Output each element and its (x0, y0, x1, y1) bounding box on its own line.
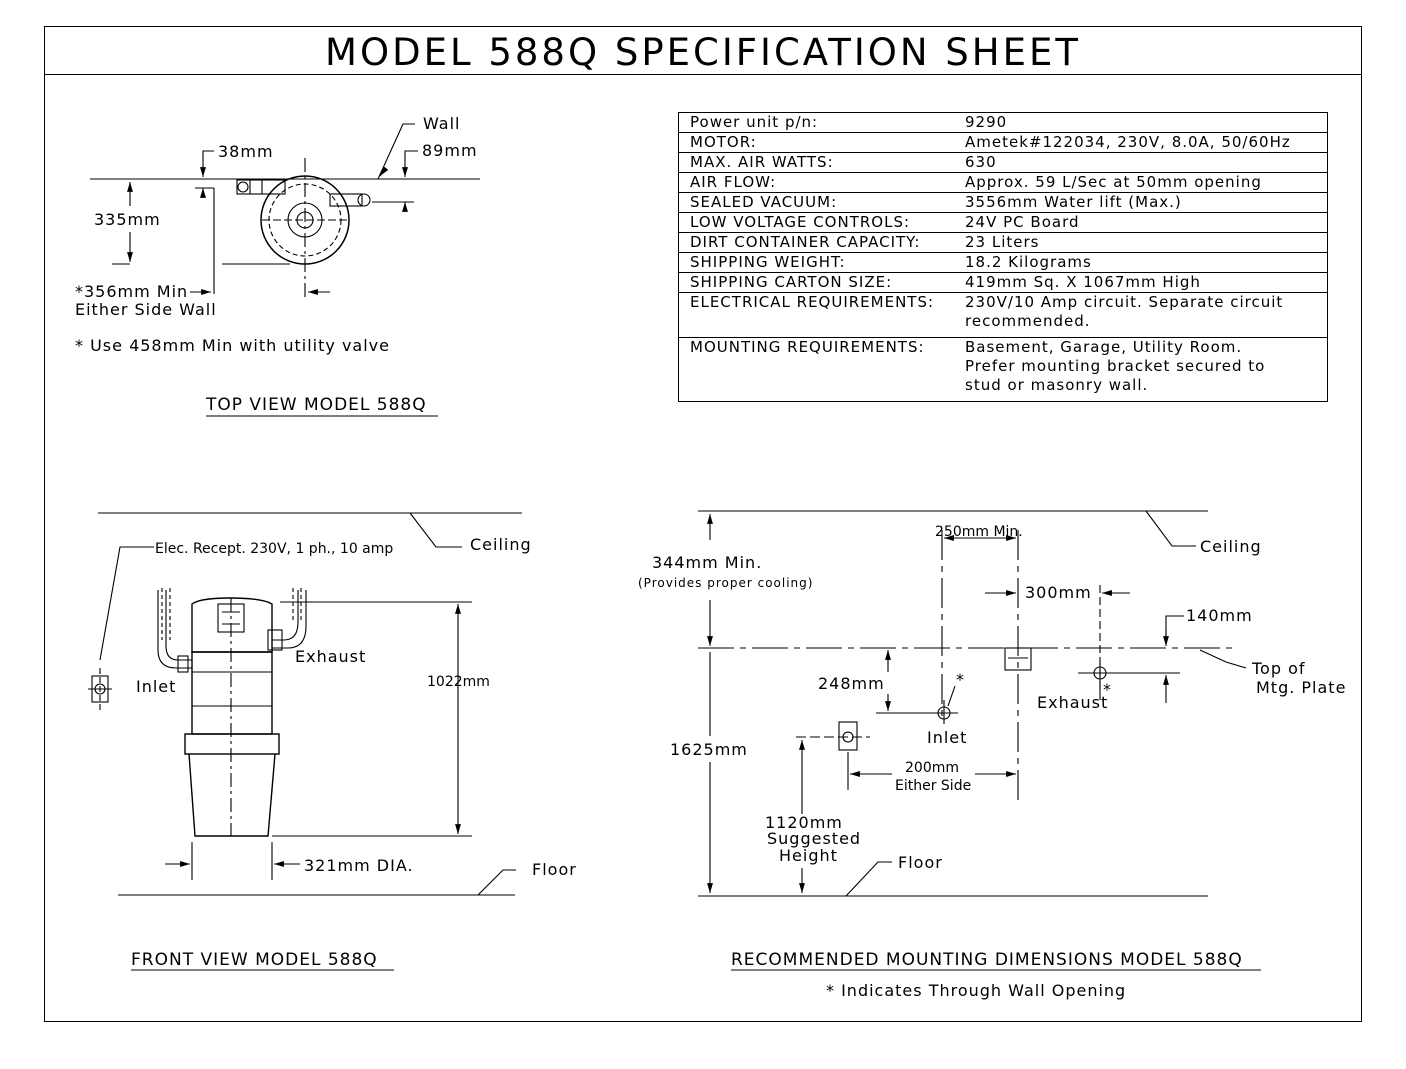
spec-label: SHIPPING CARTON SIZE: (690, 273, 893, 291)
spec-label: SEALED VACUUM: (690, 193, 838, 211)
spec-row: AIR FLOW: Approx. 59 L/Sec at 50mm openin… (679, 173, 1327, 193)
mount-dim-140: 140mm (1186, 606, 1253, 625)
front-dia-dim: 321mm DIA. (304, 856, 414, 875)
spec-label: Power unit p/n: (690, 113, 819, 131)
mounting-view-drawing (698, 510, 1261, 971)
spec-value: 24V PC Board (965, 213, 1080, 231)
spec-value: Basement, Garage, Utility Room. Prefer m… (965, 338, 1266, 394)
spec-value: 3556mm Water lift (Max.) (965, 193, 1182, 211)
mount-ceiling-label: Ceiling (1200, 537, 1262, 556)
top-note: * Use 458mm Min with utility valve (75, 336, 390, 355)
spec-value: 18.2 Kilograms (965, 253, 1092, 271)
spec-row: Power unit p/n: 9290 (679, 113, 1327, 133)
spec-value: 419mm Sq. X 1067mm High (965, 273, 1201, 291)
mount-top-plate-2: Mtg. Plate (1256, 678, 1346, 697)
front-floor-label: Floor (532, 860, 577, 879)
mount-dim-300: 300mm (1025, 583, 1092, 602)
mount-clear-min: 250mm Min. (935, 524, 1023, 540)
top-dim-38: 38mm (218, 142, 274, 161)
front-elec-label: Elec. Recept. 230V, 1 ph., 10 amp (155, 541, 393, 557)
spec-value: Approx. 59 L/Sec at 50mm opening (965, 173, 1262, 191)
spec-label: AIR FLOW: (690, 173, 777, 191)
top-dim-89: 89mm (422, 141, 478, 160)
mount-either-2: Either Side (895, 778, 971, 794)
spec-row: MOUNTING REQUIREMENTS: Basement, Garage, … (679, 338, 1327, 401)
spec-row: SEALED VACUUM: 3556mm Water lift (Max.) (679, 193, 1327, 213)
mount-top-plate-1: Top of (1251, 659, 1306, 678)
spec-value: 9290 (965, 113, 1008, 131)
mount-floor-label: Floor (898, 853, 943, 872)
sheet-title: MODEL 588Q SPECIFICATION SHEET (45, 27, 1361, 75)
spec-label: DIRT CONTAINER CAPACITY: (690, 233, 921, 251)
front-inlet-label: Inlet (136, 677, 176, 696)
front-height-dim: 1022mm (427, 674, 490, 690)
front-view-caption: FRONT VIEW MODEL 588Q (131, 950, 378, 970)
spec-value: 23 Liters (965, 233, 1040, 251)
top-min-line1: *356mm Min (75, 282, 188, 301)
spec-row: LOW VOLTAGE CONTROLS: 24V PC Board (679, 213, 1327, 233)
mount-sugg-2: Suggested (767, 829, 861, 848)
spec-value: Ametek#122034, 230V, 8.0A, 50/60Hz (965, 133, 1291, 151)
spec-row: SHIPPING WEIGHT: 18.2 Kilograms (679, 253, 1327, 273)
spec-row: ELECTRICAL REQUIREMENTS: 230V/10 Amp circ… (679, 293, 1327, 338)
mount-top-clear-note: (Provides proper cooling) (638, 576, 813, 590)
mount-star-inlet: * (956, 670, 965, 689)
mount-sugg-1: 1120mm (765, 813, 843, 832)
mount-sugg-3: Height (779, 846, 838, 865)
spec-table: Power unit p/n: 9290 MOTOR: Ametek#122034,… (678, 112, 1328, 402)
mount-inlet-label: Inlet (927, 728, 967, 747)
top-view-caption: TOP VIEW MODEL 588Q (205, 395, 427, 415)
spec-label: MAX. AIR WATTS: (690, 153, 834, 171)
front-exhaust-label: Exhaust (295, 647, 366, 666)
spec-row: MAX. AIR WATTS: 630 (679, 153, 1327, 173)
spec-label: SHIPPING WEIGHT: (690, 253, 846, 271)
top-wall-label: Wall (423, 114, 461, 133)
spec-sheet-frame: MODEL 588Q SPECIFICATION SHEET (44, 26, 1362, 1022)
front-ceiling-label: Ceiling (470, 535, 532, 554)
spec-row: MOTOR: Ametek#122034, 230V, 8.0A, 50/60Hz (679, 133, 1327, 153)
mount-star-exhaust: * (1103, 680, 1112, 699)
spec-label: LOW VOLTAGE CONTROLS: (690, 213, 911, 231)
mount-either-1: 200mm (905, 760, 959, 776)
spec-row: DIRT CONTAINER CAPACITY: 23 Liters (679, 233, 1327, 253)
spec-label: ELECTRICAL REQUIREMENTS: (690, 293, 935, 311)
spec-value: 230V/10 Amp circuit. Separate circuit re… (965, 293, 1284, 330)
top-view-drawing (90, 123, 480, 417)
mount-total-dim: 1625mm (670, 740, 748, 759)
top-min-line2: Either Side Wall (75, 300, 217, 319)
front-view-drawing (88, 512, 522, 971)
mounting-view-caption: RECOMMENDED MOUNTING DIMENSIONS MODEL 58… (731, 950, 1243, 970)
mount-exhaust-label: Exhaust (1037, 693, 1108, 712)
top-dim-335: 335mm (94, 210, 161, 229)
spec-label: MOTOR: (690, 133, 757, 151)
spec-label: MOUNTING REQUIREMENTS: (690, 338, 925, 356)
mount-dim-248: 248mm (818, 674, 885, 693)
spec-value: 630 (965, 153, 997, 171)
mount-top-clear: 344mm Min. (652, 553, 762, 572)
spec-row: SHIPPING CARTON SIZE: 419mm Sq. X 1067mm … (679, 273, 1327, 293)
mount-footnote: * Indicates Through Wall Opening (826, 981, 1126, 1000)
